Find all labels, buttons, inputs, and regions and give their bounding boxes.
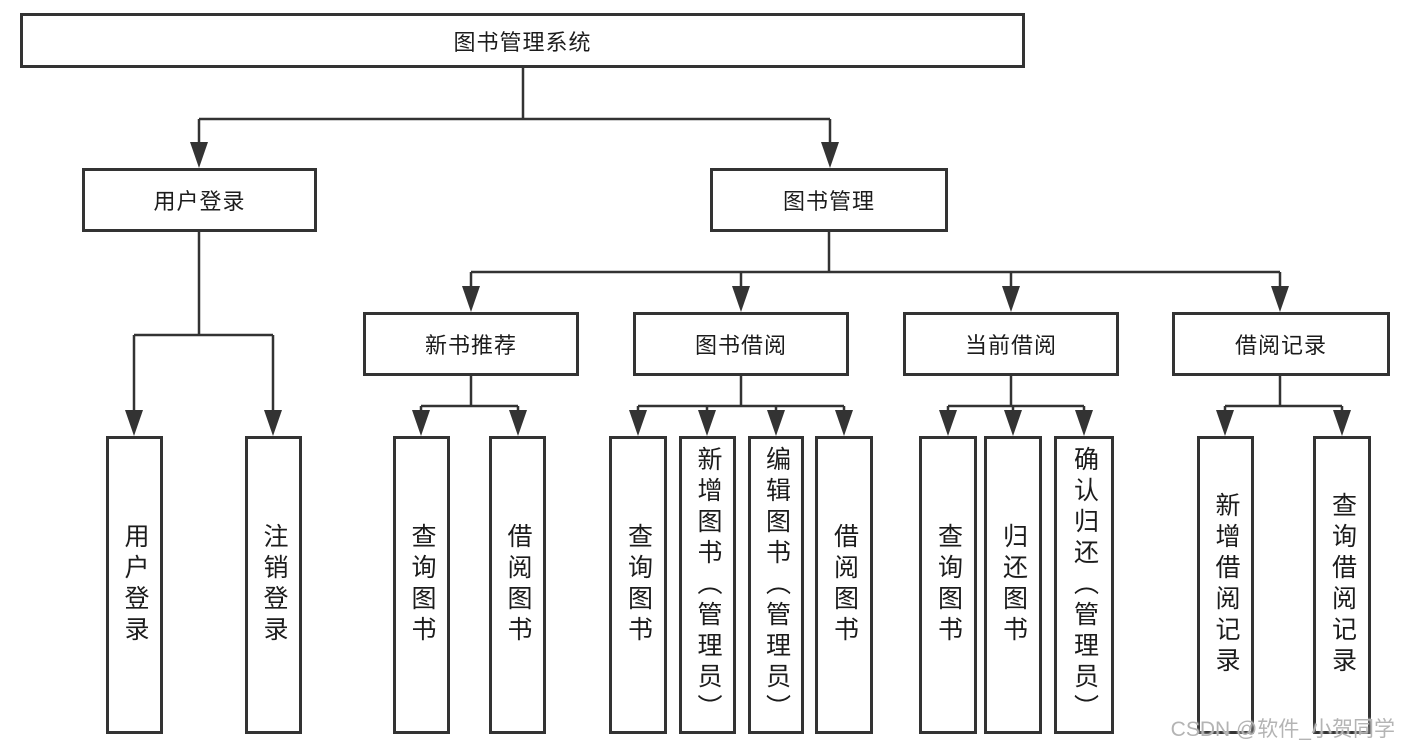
leaf-logout: 注销登录 (245, 436, 302, 734)
node-label: 借阅记录 (1234, 333, 1327, 358)
leaf-query-books-borrow: 查询图书 (609, 436, 667, 734)
leaf-label: 查询借阅记录 (1328, 492, 1357, 678)
node-book-management-module: 图书管理 (710, 168, 948, 232)
leaf-borrow-books: 借阅图书 (815, 436, 873, 734)
node-user-login-module: 用户登录 (82, 168, 317, 232)
leaf-add-borrow-record: 新增借阅记录 (1197, 436, 1254, 734)
leaf-query-books-recommend: 查询图书 (393, 436, 450, 734)
leaf-label: 确认归还（管理员） (1070, 445, 1099, 725)
node-label: 当前借阅 (964, 333, 1057, 358)
node-label: 图书管理 (782, 189, 875, 214)
node-label: 图书借阅 (694, 333, 787, 358)
node-root-label: 图书管理系统 (453, 29, 592, 55)
node-current-borrow: 当前借阅 (903, 312, 1119, 376)
leaf-label: 归还图书 (999, 523, 1028, 647)
leaf-label: 查询图书 (624, 523, 653, 647)
arrowheads (125, 142, 1351, 436)
leaf-label: 借阅图书 (504, 523, 532, 647)
leaf-confirm-return-admin: 确认归还（管理员） (1054, 436, 1114, 734)
leaf-user-login: 用户登录 (106, 436, 163, 734)
leaf-label: 查询图书 (934, 523, 963, 647)
leaf-label: 查询图书 (408, 523, 436, 647)
leaf-borrow-books-recommend: 借阅图书 (489, 436, 546, 734)
leaf-add-books-admin: 新增图书（管理员） (679, 436, 736, 734)
leaf-label: 新增图书（管理员） (694, 445, 722, 725)
node-label: 用户登录 (153, 189, 246, 214)
leaf-label: 借阅图书 (830, 523, 859, 647)
leaf-label: 新增借阅记录 (1212, 492, 1240, 678)
node-new-book-recommend: 新书推荐 (363, 312, 579, 376)
csdn-watermark: CSDN @软件_小贺同学 (1170, 718, 1395, 741)
leaf-label: 注销登录 (260, 523, 288, 647)
node-label: 新书推荐 (424, 333, 517, 358)
leaf-edit-books-admin: 编辑图书（管理员） (748, 436, 804, 734)
node-book-borrow: 图书借阅 (633, 312, 849, 376)
leaf-query-books-current: 查询图书 (919, 436, 977, 734)
node-root-system: 图书管理系统 (20, 13, 1025, 68)
leaf-query-borrow-record: 查询借阅记录 (1313, 436, 1371, 734)
leaf-label: 编辑图书（管理员） (762, 445, 791, 725)
node-borrow-record: 借阅记录 (1172, 312, 1390, 376)
leaf-return-books: 归还图书 (984, 436, 1042, 734)
leaf-label: 用户登录 (121, 523, 149, 647)
